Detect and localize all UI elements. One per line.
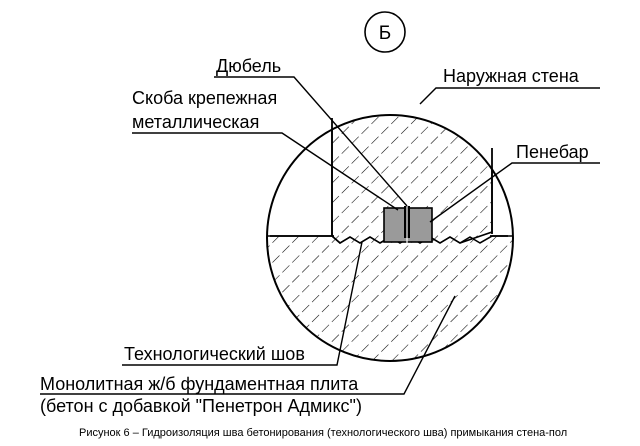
- label-bracket-line1: Скоба крепежная: [132, 88, 277, 108]
- leader-tech-seam: [122, 241, 363, 366]
- leader-bracket: [132, 132, 399, 211]
- figure-caption: Рисунок 6 – Гидроизоляция шва бетонирова…: [79, 427, 567, 439]
- leader-slab: [40, 295, 456, 395]
- label-slab-line1: Монолитная ж/б фундаментная плита: [40, 374, 359, 394]
- label-dowel: Дюбель: [216, 56, 281, 76]
- label-tech-seam: Технологический шов: [124, 344, 305, 364]
- leader-outer-wall: [419, 87, 600, 105]
- label-penebar: Пенебар: [516, 142, 589, 162]
- view-badge: [364, 11, 406, 53]
- label-outer-wall: Наружная стена: [443, 66, 580, 86]
- leader-penebar: [429, 162, 600, 223]
- label-slab-line2: (бетон с добавкой "Пенетрон Адмикс"): [40, 396, 362, 416]
- view-badge-letter: Б: [379, 23, 391, 44]
- label-bracket-line2: металлическая: [132, 112, 259, 132]
- leader-dowel: [214, 76, 408, 207]
